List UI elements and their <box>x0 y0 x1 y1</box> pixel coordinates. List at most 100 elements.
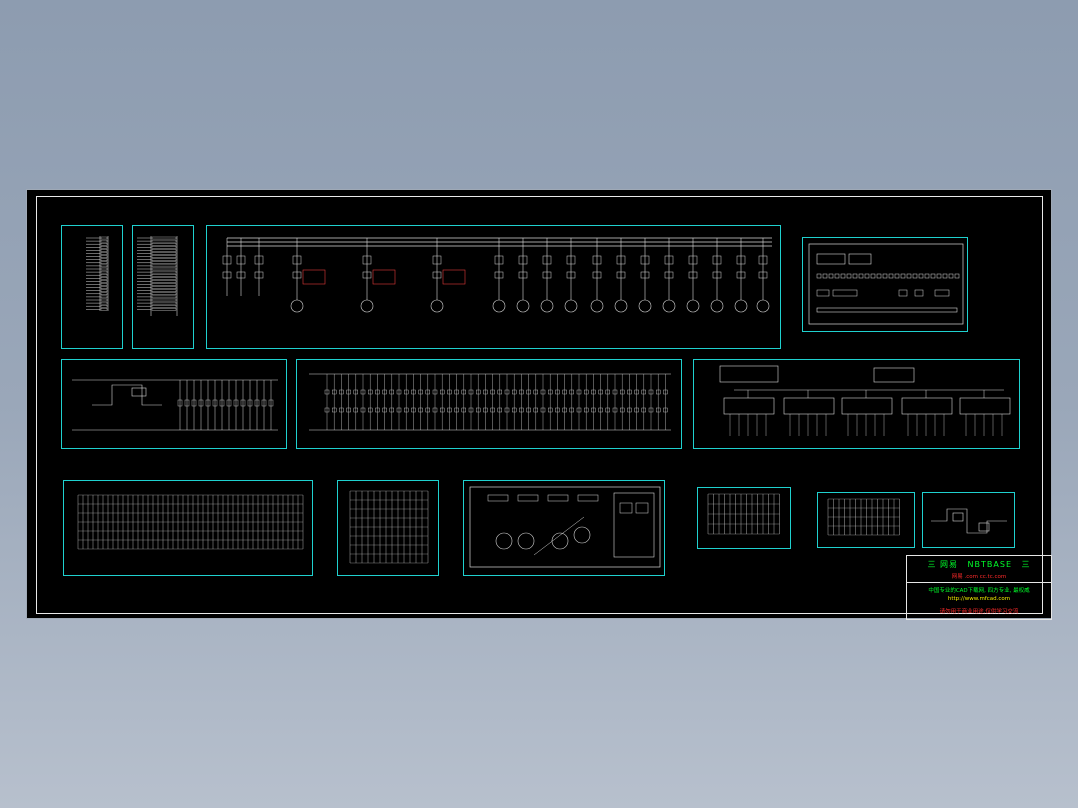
network-node <box>783 397 835 415</box>
io-contact <box>418 407 423 413</box>
terminal-block <box>100 236 108 240</box>
terminal-block <box>100 295 108 299</box>
contactor <box>362 271 372 279</box>
terminal-block <box>100 289 108 292</box>
io-contact <box>425 389 431 395</box>
io-contact <box>468 389 474 395</box>
contactor <box>616 271 626 279</box>
contactor <box>518 271 528 279</box>
io-contact <box>483 389 488 395</box>
io-contact <box>483 407 488 413</box>
terminal-block <box>151 292 177 296</box>
io-contact <box>555 407 560 413</box>
io-contact <box>403 389 409 395</box>
cabinet-motor <box>517 532 535 550</box>
terminal-block <box>100 267 108 271</box>
terminal-block <box>151 252 177 255</box>
breaker <box>542 255 552 265</box>
cad-drawing-canvas[interactable]: 三 网易 NBTBASE 三 网易 .com cc.tc.com 中国专业的CA… <box>26 189 1052 620</box>
terminal-block <box>151 236 177 240</box>
contactor <box>758 271 768 279</box>
site-line: 网易 .com cc.tc.com <box>951 574 1007 580</box>
io-contact <box>540 389 546 395</box>
panel-button <box>936 273 942 279</box>
io-contact <box>353 389 358 395</box>
breaker <box>616 255 626 265</box>
io-contact <box>656 407 661 413</box>
io-contact <box>526 389 531 395</box>
io-contact <box>411 389 416 395</box>
url-line: http://www.mfcad.com <box>947 596 1011 602</box>
terminal-block <box>151 280 177 283</box>
operation-panel <box>802 237 968 332</box>
io-contact <box>612 389 618 395</box>
io-contact <box>519 407 524 413</box>
io-contact <box>475 407 481 413</box>
terminal-block <box>100 283 108 286</box>
terminal-block <box>151 255 177 258</box>
relay-coil <box>191 399 197 407</box>
terminal-block <box>100 258 108 261</box>
panel-button <box>864 273 870 279</box>
terminal-block <box>151 249 177 252</box>
contactor <box>592 271 602 279</box>
contactor <box>566 271 576 279</box>
terminal-block <box>100 286 108 289</box>
io-contact <box>447 389 452 395</box>
control-circuit-diagram-1 <box>72 379 278 431</box>
io-contact <box>555 389 560 395</box>
terminal-block <box>100 261 108 264</box>
panel-button <box>846 273 852 279</box>
relay-coil <box>240 399 246 407</box>
terminal-block <box>100 298 108 302</box>
main-circuit-diagram <box>222 237 772 313</box>
panel-indicator <box>914 289 924 297</box>
motor-symbol <box>614 299 628 313</box>
relay-coil <box>254 399 260 407</box>
panel-button <box>816 273 822 279</box>
network-node <box>841 397 893 415</box>
panel-button <box>828 273 834 279</box>
network-node <box>959 397 1011 415</box>
io-contact <box>375 389 380 395</box>
io-contact <box>569 389 574 395</box>
io-contact <box>519 389 524 395</box>
network-node <box>901 397 953 415</box>
motor-symbol <box>662 299 676 313</box>
motor-symbol <box>564 299 578 313</box>
cabinet-link <box>533 516 585 556</box>
breaker <box>254 255 264 265</box>
panel-button <box>834 273 840 279</box>
motor-symbol <box>734 299 748 313</box>
inverter <box>372 269 396 285</box>
io-contact <box>367 389 373 395</box>
io-contact <box>533 407 539 413</box>
brand-line: 三 网易 NBTBASE 三 <box>927 560 1031 569</box>
network-diagram <box>719 365 1011 436</box>
panel-button <box>882 273 888 279</box>
terminal-block <box>100 277 108 280</box>
panel-button <box>876 273 882 279</box>
wiring-diagram-3 <box>707 493 780 535</box>
io-contact <box>475 389 481 395</box>
terminal-block <box>100 249 108 252</box>
io-contact <box>620 407 625 413</box>
breaker <box>758 255 768 265</box>
panel-button <box>822 273 828 279</box>
din-rail-device <box>547 494 569 502</box>
terminal-block <box>151 301 177 305</box>
io-contact <box>605 389 610 395</box>
relay-coil <box>184 399 190 407</box>
terminal-block <box>151 274 177 277</box>
contactor <box>432 271 442 279</box>
io-contact <box>418 389 423 395</box>
io-contact <box>591 389 596 395</box>
relay-coil <box>205 399 211 407</box>
wiring-panel-4 <box>817 492 915 548</box>
relay-coil <box>177 399 183 407</box>
contactor <box>640 271 650 279</box>
breaker <box>736 255 746 265</box>
notice-line: 请勿用于商业用途,仅供学习交流 <box>939 609 1019 615</box>
terminal-block <box>151 304 177 308</box>
motor-symbol <box>756 299 770 313</box>
